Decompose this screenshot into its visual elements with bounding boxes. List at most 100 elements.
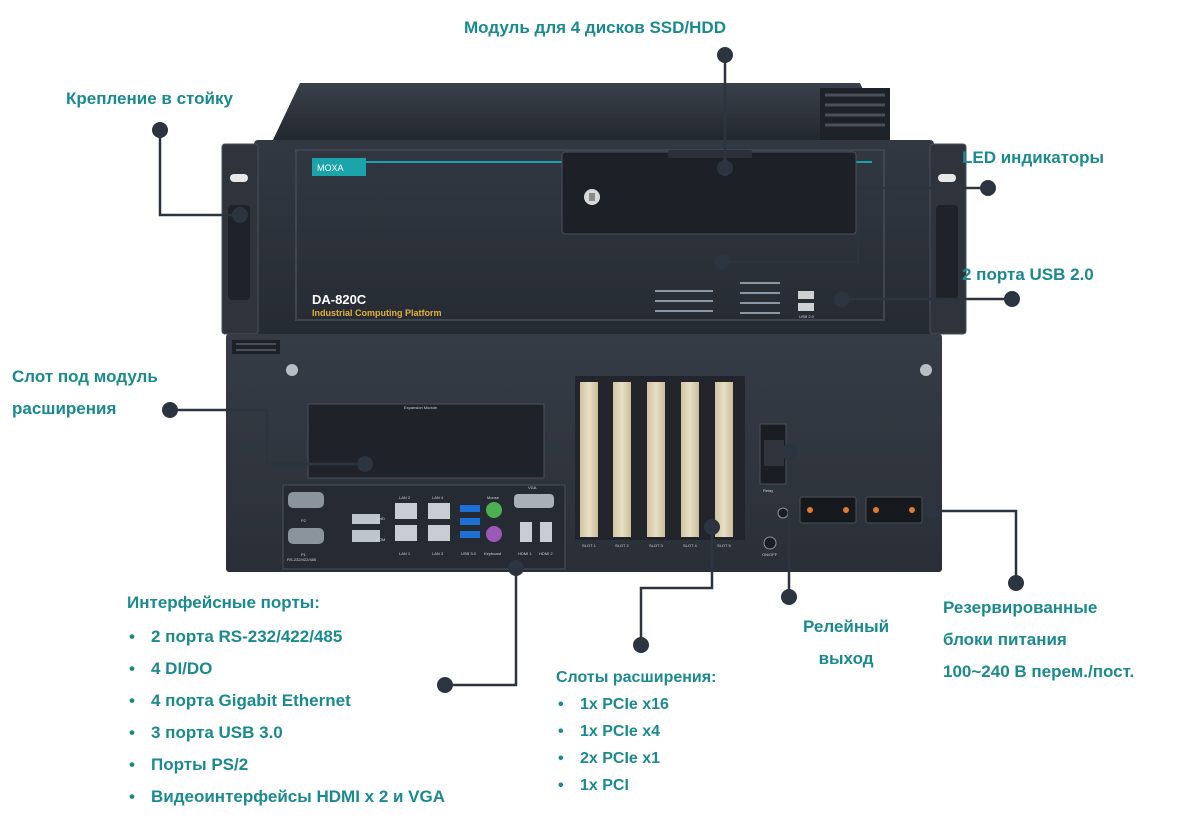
label-keyboard: Keyboard (484, 551, 501, 556)
label-slot3: SLOT 3 (649, 543, 663, 548)
label-lan4: LAN 4 (432, 495, 444, 500)
usb2-port-2 (798, 303, 814, 311)
leader-lines (158, 55, 1018, 687)
label-hdmi1: HDMI 1 (518, 551, 532, 556)
leader-led (722, 186, 988, 264)
label-serial: RS-232/422/485 (287, 557, 317, 562)
callout-psu-line3: 100~240 В перем./пост. (943, 662, 1135, 681)
label-slot2: SLOT 2 (615, 543, 629, 548)
lan-port-1 (395, 525, 417, 541)
dio-terminal (352, 530, 380, 542)
ps2-mouse-port (486, 502, 502, 518)
lan-port-3 (428, 525, 450, 541)
label-mouse: Mouse (487, 495, 500, 500)
expansion-module-text: Expansion Module (404, 405, 438, 410)
slots-title: Слоты расширения: (556, 669, 717, 686)
slot-4 (681, 382, 699, 537)
list-item: Видеоинтерфейсы HDMI x 2 и VGA (127, 781, 445, 813)
label-usb20: USB 2.0 (799, 314, 815, 319)
callout-relay-line2: выход (818, 649, 874, 668)
list-item: 4 порта Gigabit Ethernet (127, 685, 445, 717)
leader-iface (445, 568, 518, 687)
callout-exp-line1: Слот под модуль (12, 367, 158, 386)
callout-relay-line1: Релейный (803, 617, 890, 636)
list-item: 3 порта USB 3.0 (127, 717, 445, 749)
model-subtitle: Industrial Computing Platform (312, 308, 442, 318)
leader-dots (152, 47, 1024, 693)
callout-exp-line2: расширения (12, 399, 117, 418)
upper-unit: DA-820C Industrial Computing Platform MO… (221, 83, 967, 335)
power-button (763, 536, 777, 550)
led-matrix (655, 282, 780, 314)
lan-port-4 (428, 503, 450, 519)
port-labels: P2 P1 RS-232/422/485 LAN 2 LAN 4 LAN 1 L… (287, 314, 815, 562)
leader-exp (170, 408, 365, 466)
label-hdmi2: HDMI 2 (539, 551, 553, 556)
callout-usb2: 2 порта USB 2.0 (962, 265, 1094, 284)
usb3-port-3 (460, 531, 480, 538)
callout-psu-line2: блоки питания (943, 630, 1067, 649)
expansion-module-slot (307, 403, 545, 479)
label-p2: P2 (301, 518, 307, 523)
list-item: Порты PS/2 (127, 749, 445, 781)
brand-logo-bg (312, 158, 366, 176)
callout-ssd-module: Модуль для 4 дисков SSD/HDD (464, 18, 726, 37)
psu-terminal-1 (799, 496, 857, 524)
lower-unit: Expansion Module (226, 334, 942, 572)
label-relay: Relay (763, 488, 773, 493)
brand-logo: MOXA (317, 163, 344, 173)
callout-expansion-slots: Слоты расширения: 1x PCIe x16 1x PCIe x4… (556, 665, 716, 799)
label-lan2: LAN 2 (399, 495, 411, 500)
usb3-port-2 (460, 518, 480, 525)
handle-left (228, 205, 250, 300)
vga-port (514, 494, 554, 508)
hdmi-port-2 (540, 522, 552, 542)
interfaces-title: Интерфейсные порты: (127, 593, 320, 612)
list-item: 2 порта RS-232/422/485 (127, 621, 445, 653)
label-slot5: SLOT 5 (717, 543, 731, 548)
model-name: DA-820C (312, 292, 367, 307)
callout-psu: Резервированные блоки питания 100~240 В … (943, 592, 1134, 688)
pcie-slots (575, 376, 745, 540)
handle-right (936, 205, 958, 300)
slot-3 (647, 382, 665, 537)
slot-1 (580, 382, 598, 537)
callout-expansion-slot: Слот под модуль расширения (12, 361, 158, 425)
upper-lid (272, 83, 888, 142)
label-onoff: ON/OFF (762, 552, 778, 557)
serial-port-p1 (288, 528, 324, 544)
label-usb30: USB 3.0 (461, 551, 477, 556)
usb3-port-1 (460, 505, 480, 512)
label-slot4: SLOT 4 (683, 543, 697, 548)
leader-slots (639, 527, 714, 645)
slot-2 (613, 382, 631, 537)
label-vga: VGA (528, 485, 537, 490)
leader-rack (158, 130, 240, 217)
callout-psu-line1: Резервированные (943, 598, 1098, 617)
label-slot1: SLOT 1 (582, 543, 596, 548)
list-item: 1x PCIe x4 (556, 718, 716, 745)
list-item: 1x PCIe x16 (556, 691, 716, 718)
ps2-keyboard-port (486, 526, 502, 542)
thumbscrew-right (920, 364, 932, 376)
label-com: COM (376, 537, 385, 542)
label-p1: P1 (301, 552, 307, 557)
thumbscrew-left (286, 364, 298, 376)
interfaces-list: 2 порта RS-232/422/485 4 DI/DO 4 порта G… (127, 621, 445, 813)
label-gnd: GND (376, 516, 385, 521)
serial-port-p2 (288, 492, 324, 508)
callout-interfaces: Интерфейсные порты: 2 порта RS-232/422/4… (127, 587, 445, 813)
label-lan3: LAN 3 (432, 551, 444, 556)
list-item: 2x PCIe x1 (556, 745, 716, 772)
list-item: 4 DI/DO (127, 653, 445, 685)
slot-5 (715, 382, 733, 537)
callout-led: LED индикаторы (962, 148, 1105, 167)
ground-screw (777, 507, 789, 519)
psu-terminal-2 (865, 496, 923, 524)
vent-fins (820, 88, 890, 140)
slots-list: 1x PCIe x16 1x PCIe x4 2x PCIe x1 1x PCI (556, 691, 716, 799)
hdmi-port-1 (520, 522, 532, 542)
usb2-port-1 (798, 291, 814, 299)
